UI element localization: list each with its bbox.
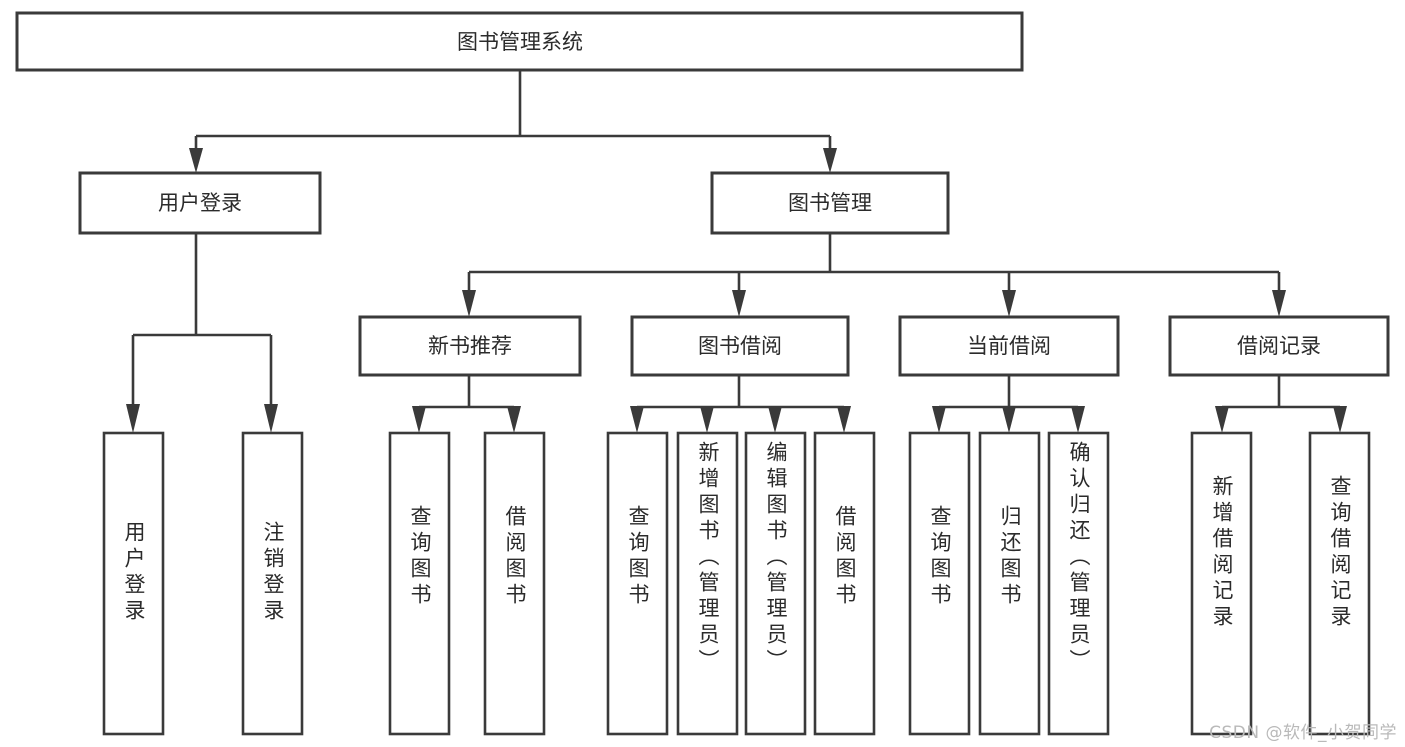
- connector-group-new-book-recommend: [412, 375, 521, 433]
- node-new-book-recommend[interactable]: 新书推荐: [358, 315, 582, 377]
- connector-group-user-login: [126, 233, 278, 433]
- leaf-box-borrow-book-2[interactable]: [813, 431, 876, 736]
- arrow-head-borrow-record: [1272, 290, 1286, 317]
- leaf-box-add-book[interactable]: [676, 431, 739, 736]
- connector-group-book-manage: [462, 233, 1286, 317]
- node-book-manage[interactable]: 图书管理: [710, 171, 950, 235]
- node-new-book-recommend-label: 新书推荐: [428, 334, 512, 358]
- leaf-box-return-book[interactable]: [978, 431, 1041, 736]
- leaf-box-query-book-1[interactable]: [388, 431, 451, 736]
- leaf-box-add-record[interactable]: [1190, 431, 1253, 736]
- arrow-head-leaf-query-record: [1333, 406, 1347, 433]
- leaf-box-query-record[interactable]: [1308, 431, 1371, 736]
- leaf-box-user-login[interactable]: [102, 431, 165, 736]
- arrow-head-new-book-recommend: [462, 290, 476, 317]
- csdn-watermark: CSDN @软件_小贺同学: [1209, 723, 1397, 743]
- leaf-box-confirm-return[interactable]: [1047, 431, 1110, 736]
- node-user-login[interactable]: 用户登录: [78, 171, 322, 235]
- node-current-borrow[interactable]: 当前借阅: [898, 315, 1120, 377]
- node-user-login-box[interactable]: [78, 171, 322, 235]
- leaf-boxes-group: [102, 431, 1371, 736]
- node-user-login-label: 用户登录: [158, 191, 242, 215]
- arrow-head-leaf-add-record: [1215, 406, 1229, 433]
- node-borrow-record[interactable]: 借阅记录: [1168, 315, 1390, 377]
- arrow-head-leaf-add-book: [700, 406, 714, 433]
- arrow-head-leaf-query-book-2: [630, 406, 644, 433]
- arrow-head-user-login: [189, 148, 203, 173]
- node-book-borrow[interactable]: 图书借阅: [630, 315, 850, 377]
- node-new-book-recommend-box[interactable]: [358, 315, 582, 377]
- node-book-manage-label: 图书管理: [788, 191, 872, 215]
- node-current-borrow-box[interactable]: [898, 315, 1120, 377]
- arrow-head-book-manage: [823, 148, 837, 173]
- node-current-borrow-label: 当前借阅: [967, 334, 1051, 358]
- connector-group-root: [189, 70, 837, 173]
- node-root[interactable]: 图书管理系统: [15, 11, 1024, 72]
- arrow-head-leaf-query-book-1: [412, 406, 426, 433]
- node-root-box[interactable]: [15, 11, 1024, 72]
- leaf-box-query-book-3[interactable]: [908, 431, 971, 736]
- arrow-head-book-borrow: [732, 290, 746, 317]
- arrow-head-leaf-return-book: [1002, 406, 1016, 433]
- arrow-head-leaf-edit-book: [768, 406, 782, 433]
- node-book-borrow-label: 图书借阅: [698, 334, 782, 358]
- leaf-box-borrow-book-1[interactable]: [483, 431, 546, 736]
- node-root-label: 图书管理系统: [457, 30, 583, 54]
- arrow-head-leaf-user-login: [126, 404, 140, 433]
- node-book-borrow-box[interactable]: [630, 315, 850, 377]
- leaf-box-logout-login[interactable]: [241, 431, 304, 736]
- leaf-box-query-book-2[interactable]: [606, 431, 669, 736]
- leaf-box-edit-book[interactable]: [744, 431, 807, 736]
- arrow-head-leaf-borrow-book-2: [837, 406, 851, 433]
- node-borrow-record-box[interactable]: [1168, 315, 1390, 377]
- arrow-head-leaf-confirm-return: [1071, 406, 1085, 433]
- arrow-head-leaf-query-book-3: [932, 406, 946, 433]
- node-borrow-record-label: 借阅记录: [1237, 334, 1321, 358]
- connector-group-book-borrow: [630, 375, 851, 433]
- node-book-manage-box[interactable]: [710, 171, 950, 235]
- connector-group-borrow-record: [1215, 375, 1347, 433]
- arrow-head-leaf-borrow-book-1: [507, 406, 521, 433]
- arrow-head-leaf-logout-login: [264, 404, 278, 433]
- connector-group-current-borrow: [932, 375, 1085, 433]
- arrow-head-current-borrow: [1002, 290, 1016, 317]
